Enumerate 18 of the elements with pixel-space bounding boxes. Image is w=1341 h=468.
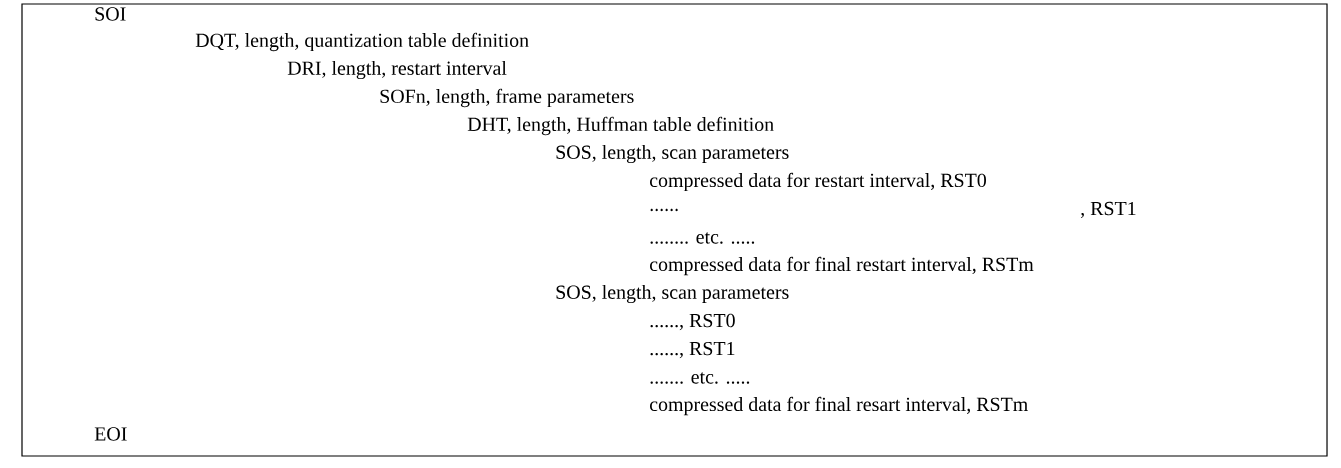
structure-line: compressed data for final restart interval, RSTm	[649, 256, 1034, 276]
structure-line: ......, RST0	[650, 313, 735, 331]
structure-line: DQT, length, quantization table definition	[195, 32, 529, 52]
frame-box	[21, 3, 1328, 457]
structure-line: SOS, length, scan parameters	[556, 144, 789, 164]
structure-line: ........ etc. .....	[650, 232, 755, 244]
structure-line: ....... etc. .....	[650, 372, 750, 384]
structure-line: compressed data for final resart interval, RSTm	[649, 396, 1028, 416]
structure-line: DRI, length, restart interval	[287, 60, 507, 80]
structure-line: ......	[650, 208, 678, 212]
structure-line: SOS, length, scan parameters	[556, 284, 789, 304]
structure-line: , RST1	[1081, 201, 1136, 219]
structure-line: DHT, length, Huffman table definition	[467, 116, 774, 136]
structure-line: ......, RST1	[650, 341, 735, 359]
structure-line: compressed data for restart interval, RST0	[649, 172, 986, 192]
structure-line: EOI	[94, 427, 127, 441]
structure-line: SOFn, length, frame parameters	[380, 88, 634, 108]
structure-line: SOI	[95, 7, 126, 21]
